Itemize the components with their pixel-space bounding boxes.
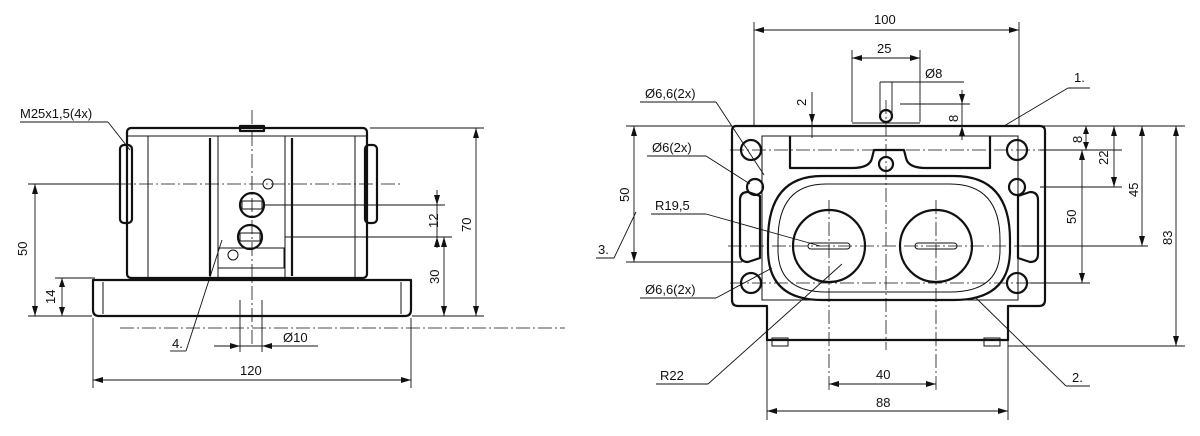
dim-88: 88 (876, 395, 890, 410)
dim-8-top: 8 (946, 115, 961, 122)
left-rail (738, 190, 762, 264)
hole-mid-left (745, 177, 765, 197)
dim-14: 14 (43, 290, 58, 304)
dim-100: 100 (874, 12, 896, 27)
dim-25: 25 (877, 41, 891, 56)
dim-50-side: 50 (15, 242, 30, 256)
lower-tab-left (771, 337, 789, 347)
lower-tab-right (983, 337, 1001, 347)
center-slot (217, 247, 285, 269)
side-view-dimensions: M25x1,5(4x) 120 70 30 12 (15, 106, 484, 388)
dim-phi8: Ø8 (925, 66, 942, 81)
dim-40: 40 (876, 367, 890, 382)
plunger-lower (236, 223, 264, 251)
hole-6-label: Ø6(2x) (652, 140, 692, 155)
dim-22: 22 (1096, 151, 1111, 165)
right-rail (1016, 190, 1040, 264)
oval-recess-outer (766, 174, 1012, 302)
side-base (91, 278, 413, 318)
hole-66-top-label: Ø6,6(2x) (645, 86, 696, 101)
side-top-nub (238, 124, 266, 133)
plunger-lower-slot (239, 232, 261, 242)
front-body (761, 135, 1019, 301)
dim-70: 70 (459, 218, 474, 232)
dim-50-left: 50 (617, 188, 632, 202)
dim-50-right: 50 (1064, 210, 1079, 224)
radius-195-label: R19,5 (655, 198, 690, 213)
callout-3: 3. (598, 242, 609, 257)
dim-phi10: Ø10 (283, 330, 308, 345)
dim-12: 12 (426, 214, 441, 228)
dim-120: 120 (240, 363, 262, 378)
callout-4: 4. (172, 336, 183, 351)
side-marker-bottom (227, 249, 239, 261)
dim-30: 30 (427, 270, 442, 284)
side-left-panel (147, 135, 219, 279)
front-view (728, 100, 1050, 390)
hole-mid-right (1007, 177, 1027, 197)
callout-2: 2. (1072, 370, 1083, 385)
dim-2: 2 (794, 99, 809, 106)
radius-22-label: R22 (660, 368, 684, 383)
side-right-panel (284, 135, 356, 279)
hole-66-bottom-label: Ø6,6(2x) (645, 282, 696, 297)
oval-recess-inner (777, 183, 1001, 293)
front-view-dimensions: 100 25 Ø8 2 8 8 (596, 12, 1185, 420)
dim-8-right: 8 (1070, 136, 1085, 143)
top-profile (788, 136, 992, 170)
dim-45: 45 (1126, 183, 1141, 197)
side-view (91, 110, 565, 345)
side-body-outline (125, 126, 369, 280)
thread-label: M25x1,5(4x) (20, 106, 92, 121)
dim-83: 83 (1160, 231, 1175, 245)
callout-1: 1. (1074, 70, 1085, 85)
